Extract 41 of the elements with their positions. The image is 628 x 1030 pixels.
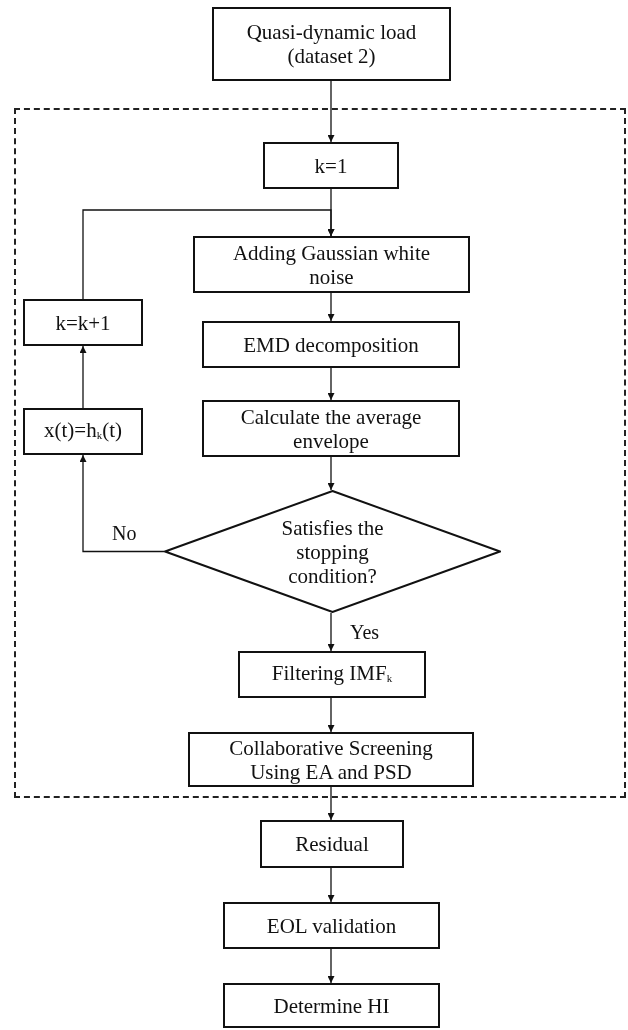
- box-label: k=1: [314, 153, 348, 178]
- box-label: Adding Gaussian white noise: [231, 240, 432, 289]
- box-label: Calculate the average envelope: [239, 404, 423, 453]
- box-label: Collaborative Screening Using EA and PSD: [228, 735, 434, 784]
- box-label: Filtering IMF$_{k}$: [271, 661, 393, 687]
- box-label: k=k+1: [55, 310, 111, 335]
- arrow: [327, 456, 335, 491]
- process-box: [23, 299, 143, 346]
- arrow: [327, 948, 335, 984]
- arrow: [79, 454, 165, 553]
- box-label: EOL validation: [266, 913, 397, 938]
- process-box: [223, 983, 440, 1028]
- process-box: [202, 321, 460, 368]
- process-box: [23, 408, 143, 455]
- decision-diamond: [164, 490, 501, 613]
- process-box: [188, 732, 474, 787]
- arrow: [79, 345, 87, 409]
- edge-label: Yes: [350, 621, 380, 643]
- arrow: [327, 80, 335, 143]
- process-box: [212, 7, 451, 81]
- box-label: Determine HI: [273, 993, 390, 1018]
- arrow: [327, 612, 335, 652]
- arrow: [327, 367, 335, 401]
- process-box: [223, 902, 440, 949]
- edge-label: No: [112, 522, 137, 544]
- arrow: [327, 697, 335, 733]
- process-box: [263, 142, 399, 189]
- arrow: [327, 867, 335, 903]
- box-label: Quasi-dynamic load (dataset 2): [245, 20, 418, 68]
- arrow: [327, 786, 335, 821]
- box-label: x(t)=h$_{k}$(t): [44, 418, 122, 444]
- dashed-group-frame: [14, 108, 626, 798]
- process-box: [238, 651, 426, 698]
- process-box: [193, 236, 470, 293]
- box-label: EMD decomposition: [243, 332, 419, 357]
- arrow: [327, 292, 335, 322]
- box-label: Residual: [295, 832, 369, 856]
- process-box: [260, 820, 404, 868]
- arrow: [82, 209, 335, 300]
- box-label: Satisfies the stopping condition?: [280, 515, 385, 588]
- process-box: [202, 400, 460, 457]
